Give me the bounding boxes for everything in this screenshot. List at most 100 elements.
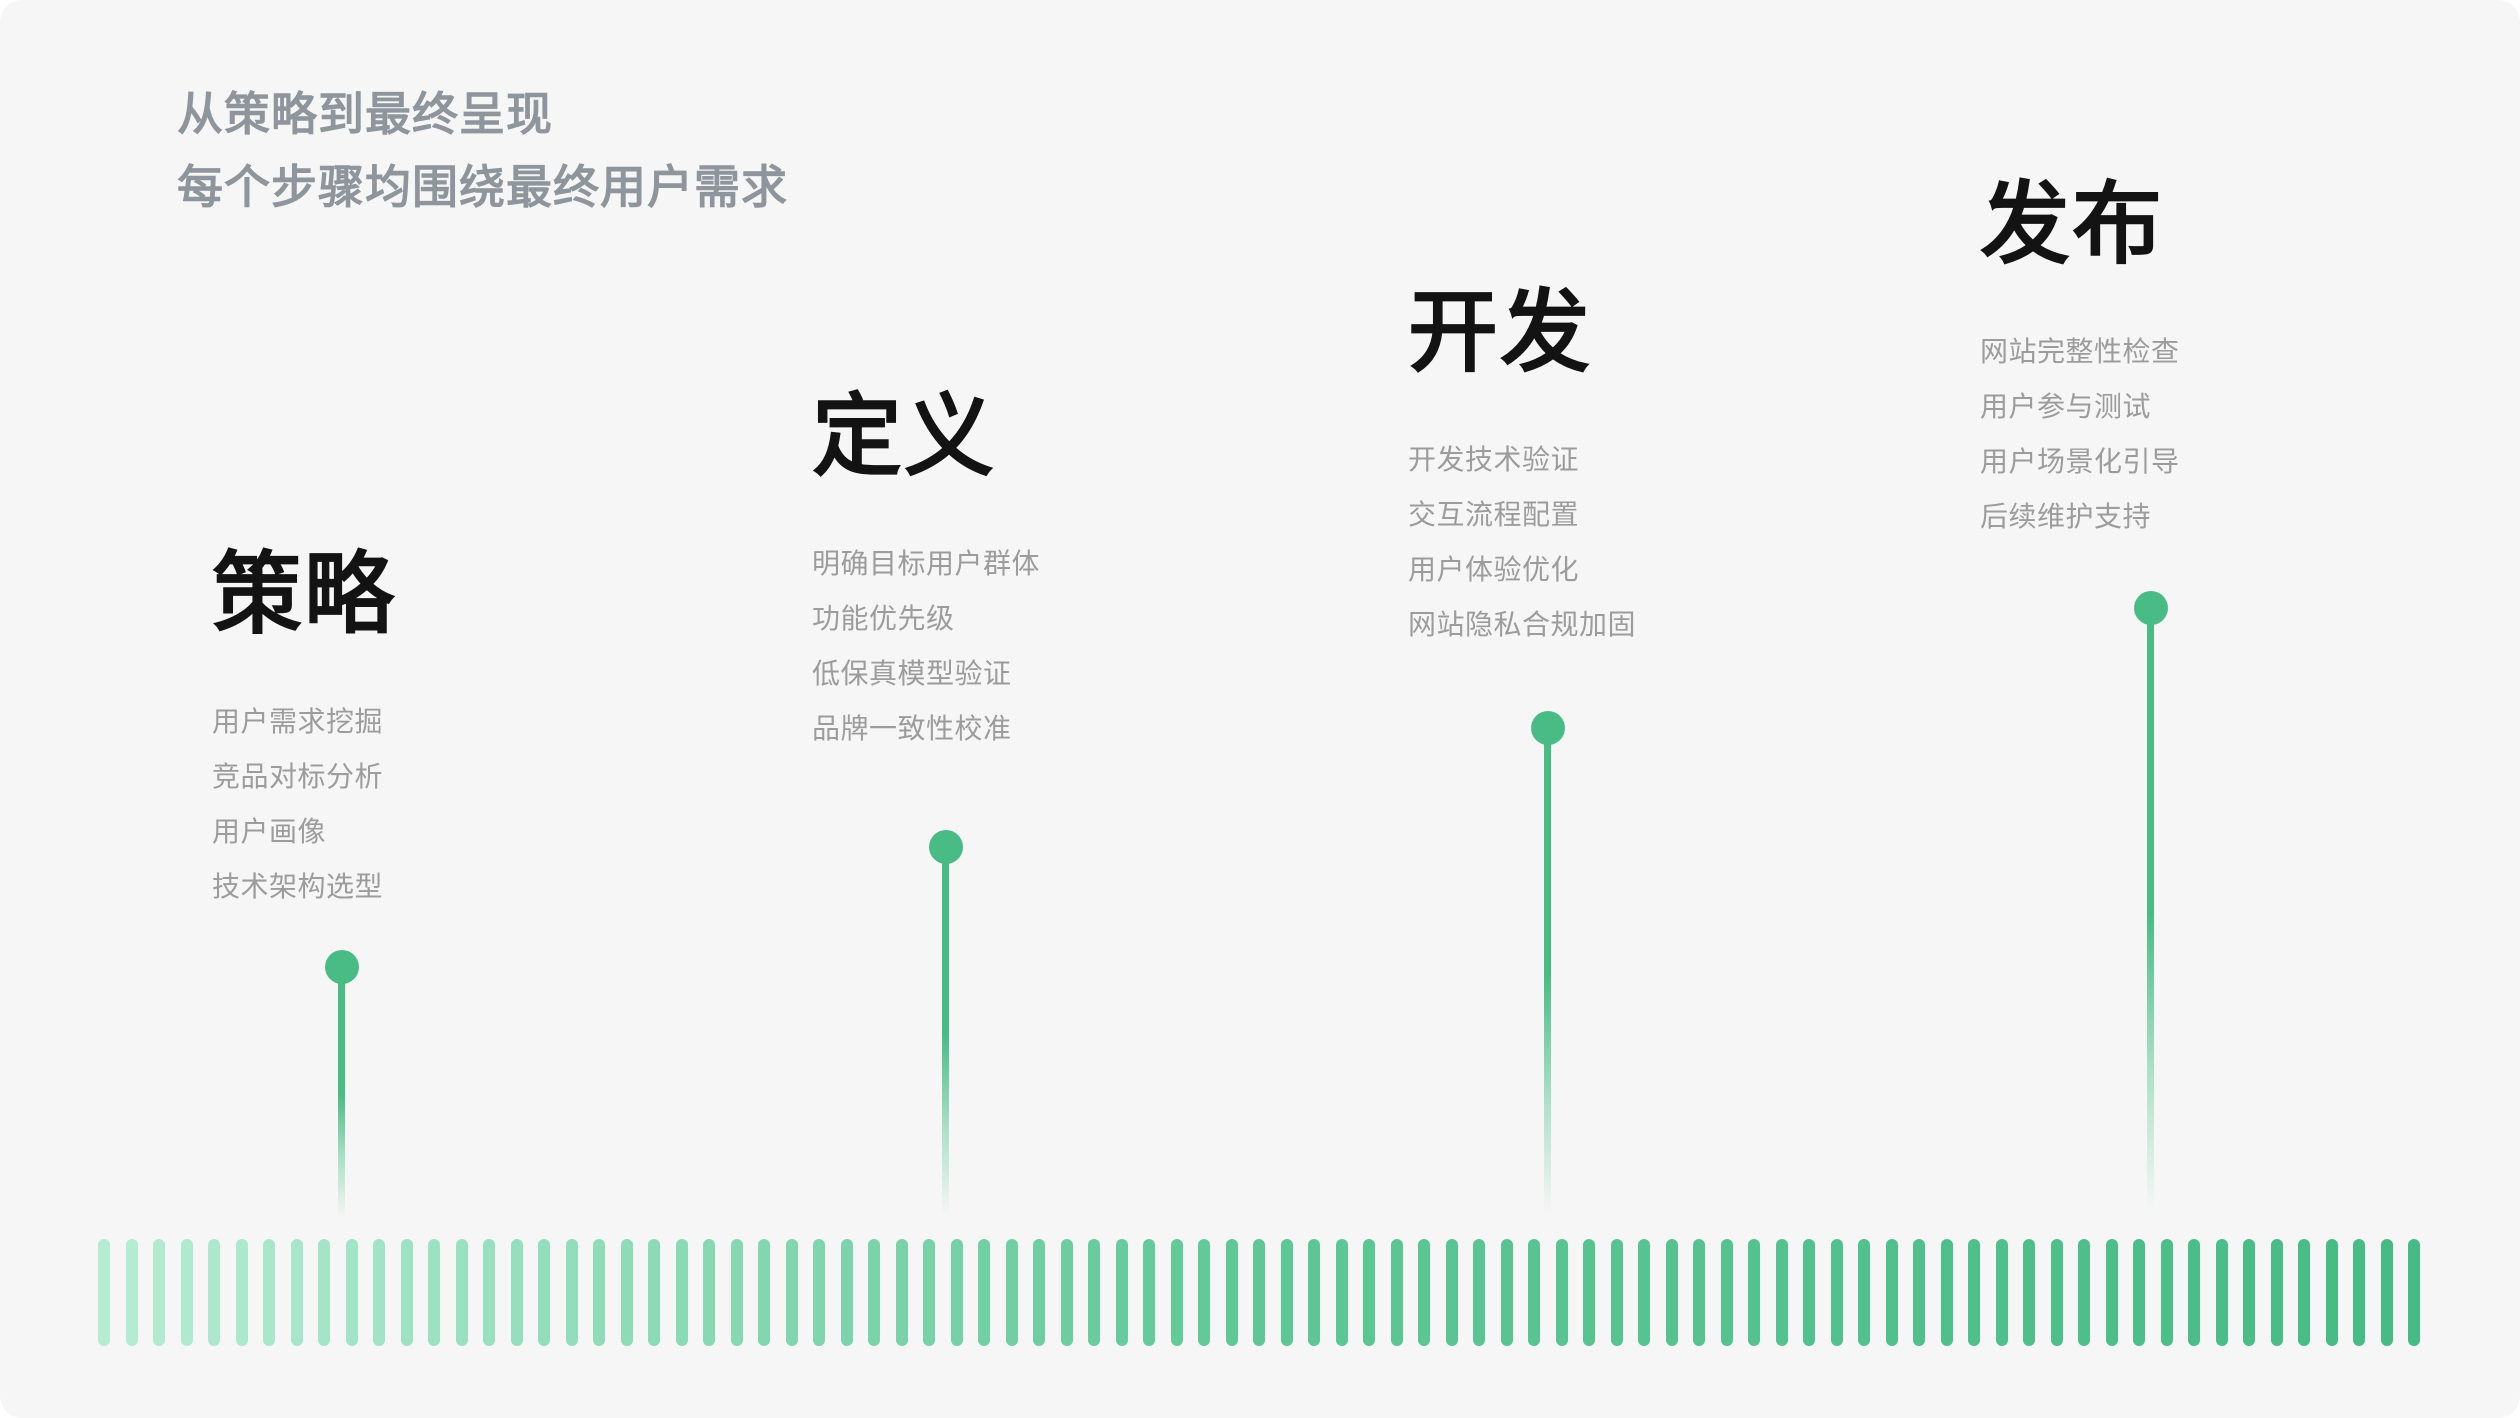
- stage-item: 开发技术验证: [1408, 444, 1580, 475]
- stage-title-launch: 发布: [1980, 175, 2164, 275]
- stage-items-strategy: 用户需求挖掘 竞品对标分析 用户画像 技术架构选型: [212, 694, 396, 914]
- timeline-bar: [208, 1239, 220, 1346]
- stage-title-strategy: 策略: [212, 545, 396, 645]
- stage-launch: 发布 网站完整性检查 用户参与测试 用户场景化引导 后续维护支持: [1980, 178, 2180, 544]
- milestone-stem: [1544, 728, 1551, 1222]
- timeline-bar: [1088, 1239, 1100, 1346]
- timeline-bar: [290, 1239, 303, 1346]
- timeline-bar: [1940, 1239, 1953, 1346]
- timeline-bar: [1885, 1239, 1898, 1346]
- timeline-bar: [153, 1239, 165, 1346]
- timeline-bar: [1060, 1239, 1073, 1346]
- timeline-bar: [2133, 1239, 2145, 1346]
- milestone-stem: [338, 967, 345, 1222]
- timeline-bar: [785, 1239, 798, 1346]
- milestone-marker-develop: [1531, 711, 1565, 1222]
- timeline-bar: [2270, 1239, 2283, 1346]
- timeline-bar: [1308, 1239, 1320, 1346]
- timeline-bar: [180, 1239, 193, 1346]
- timeline-bar: [1528, 1239, 1540, 1346]
- timeline-bar: [1775, 1239, 1788, 1346]
- stage-items-develop: 开发技术验证 交互流程配置 用户体验优化 网站隐私合规加固: [1408, 432, 1636, 652]
- timeline-bar: [648, 1239, 660, 1346]
- timeline-bar: [428, 1239, 440, 1346]
- timeline-bar: [593, 1239, 605, 1346]
- stage-develop: 开发 开发技术验证 交互流程配置 用户体验优化 网站隐私合规加固: [1408, 286, 1636, 652]
- timeline-bar: [1033, 1239, 1045, 1346]
- timeline-bar: [2243, 1239, 2255, 1346]
- timeline-bar: [620, 1239, 633, 1346]
- timeline-bar: [98, 1239, 110, 1346]
- timeline-bar: [1665, 1239, 1678, 1346]
- timeline-bar: [1115, 1239, 1128, 1346]
- timeline-bars: [98, 1239, 2420, 1346]
- timeline-bar: [1500, 1239, 1513, 1346]
- milestone-marker-launch: [2134, 591, 2168, 1222]
- stage-strategy: 策略 用户需求挖掘 竞品对标分析 用户画像 技术架构选型: [212, 548, 396, 914]
- timeline-bar: [1693, 1239, 1705, 1346]
- milestone-stem: [942, 847, 949, 1222]
- stage-title-define: 定义: [812, 387, 996, 487]
- intro-line-2: 每个步骤均围绕最终用户需求: [177, 161, 788, 213]
- timeline-bar: [923, 1239, 935, 1346]
- stage-item: 用户需求挖掘: [212, 706, 384, 737]
- timeline-bar: [1638, 1239, 1650, 1346]
- stage-items-define: 明确目标用户群体 功能优先级 低保真模型验证 品牌一致性校准: [812, 536, 1040, 756]
- timeline-bar: [2188, 1239, 2200, 1346]
- timeline-bar: [345, 1239, 358, 1346]
- timeline-bar: [318, 1239, 330, 1346]
- timeline-bar: [1005, 1239, 1018, 1346]
- timeline-bar: [675, 1239, 688, 1346]
- timeline-bar: [868, 1239, 880, 1346]
- stage-title-develop: 开发: [1408, 283, 1592, 383]
- stage-item: 网站完整性检查: [1980, 336, 2180, 367]
- timeline-bar: [2078, 1239, 2090, 1346]
- timeline-bar: [840, 1239, 853, 1346]
- timeline-bar: [813, 1239, 825, 1346]
- stage-item: 用户体验优化: [1408, 554, 1580, 585]
- stage-items-launch: 网站完整性检查 用户参与测试 用户场景化引导 后续维护支持: [1980, 324, 2180, 544]
- timeline-bar: [2298, 1239, 2310, 1346]
- stage-item: 用户参与测试: [1980, 391, 2152, 422]
- timeline-bar: [2408, 1239, 2420, 1346]
- timeline-bar: [1418, 1239, 1430, 1346]
- timeline-bar: [758, 1239, 770, 1346]
- timeline-bar: [483, 1239, 495, 1346]
- timeline-bar: [1610, 1239, 1623, 1346]
- timeline-bar: [400, 1239, 413, 1346]
- timeline-bar: [2353, 1239, 2365, 1346]
- stage-item: 明确目标用户群体: [812, 548, 1041, 579]
- timeline-bar: [2050, 1239, 2063, 1346]
- stage-item: 用户画像: [212, 816, 327, 847]
- timeline-bar: [1473, 1239, 1485, 1346]
- timeline-bar: [2215, 1239, 2228, 1346]
- timeline-bar: [1913, 1239, 1925, 1346]
- timeline-bar: [2325, 1239, 2338, 1346]
- timeline-bar: [2023, 1239, 2035, 1346]
- timeline-bar: [1253, 1239, 1265, 1346]
- timeline-bar: [1720, 1239, 1733, 1346]
- timeline-bar: [895, 1239, 908, 1346]
- stage-item: 交互流程配置: [1408, 499, 1580, 530]
- timeline-bar: [950, 1239, 963, 1346]
- timeline-bar: [1335, 1239, 1348, 1346]
- timeline-bar: [703, 1239, 715, 1346]
- timeline-bar: [1968, 1239, 1980, 1346]
- timeline-bar: [730, 1239, 743, 1346]
- timeline-bar: [1225, 1239, 1238, 1346]
- timeline-bar: [565, 1239, 578, 1346]
- timeline-bar: [1198, 1239, 1210, 1346]
- timeline-bar: [263, 1239, 275, 1346]
- timeline-bar: [2380, 1239, 2393, 1346]
- intro-text: 从策略到最终呈现 每个步骤均围绕最终用户需求: [177, 78, 788, 224]
- milestone-stem: [2147, 608, 2154, 1222]
- timeline-bar: [1170, 1239, 1183, 1346]
- intro-line-1: 从策略到最终呈现: [177, 88, 553, 140]
- stage-item: 低保真模型验证: [812, 658, 1012, 689]
- stage-item: 品牌一致性校准: [812, 713, 1012, 744]
- stage-item: 网站隐私合规加固: [1408, 609, 1637, 640]
- timeline-bar: [1995, 1239, 2008, 1346]
- timeline-bar: [1830, 1239, 1843, 1346]
- timeline-bar: [978, 1239, 990, 1346]
